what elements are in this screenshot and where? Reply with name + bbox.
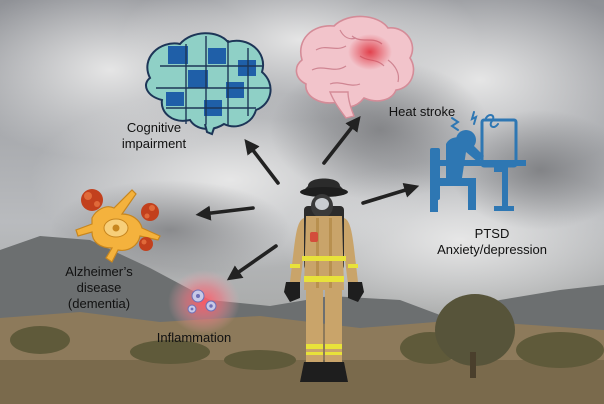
- arrow-to-alzheimers: [195, 205, 255, 221]
- label-cognitive-line-2: impairment: [121, 136, 187, 151]
- inflamed-cells-icon: [168, 270, 240, 334]
- neuron-with-plaques-icon: [75, 189, 161, 263]
- brain-heat-icon: [295, 15, 415, 119]
- label-alzheimers-line-1: Alzheimer’s: [65, 264, 133, 279]
- label-heat-stroke: Heat stroke: [388, 104, 456, 119]
- label-alzheimers-line-2: disease: [76, 280, 122, 295]
- stressed-person-at-desk-icon: [430, 111, 526, 212]
- label-inflammation: Inflammation: [156, 330, 232, 345]
- label-ptsd-line-1: PTSD: [474, 226, 510, 241]
- arrow-to-inflammation: [226, 244, 278, 281]
- arrow-to-cognitive: [244, 138, 280, 185]
- label-alzheimers-line-3: (dementia): [67, 296, 131, 311]
- arrow-to-heat-stroke: [322, 116, 361, 165]
- arrow-to-ptsd: [361, 182, 420, 205]
- label-ptsd-line-2: Anxiety/depression: [437, 242, 547, 257]
- label-cognitive-impairment: Cognitive impairment: [104, 120, 204, 152]
- label-cognitive-line-1: Cognitive: [126, 120, 182, 135]
- arrows: [195, 116, 420, 281]
- tree-clusters: [10, 294, 604, 370]
- label-ptsd: PTSD Anxiety/depression: [428, 226, 556, 258]
- firefighter-icon: [284, 178, 364, 382]
- label-alzheimers: Alzheimer’s disease (dementia): [54, 264, 144, 312]
- puzzle-brain-icon: [145, 32, 272, 136]
